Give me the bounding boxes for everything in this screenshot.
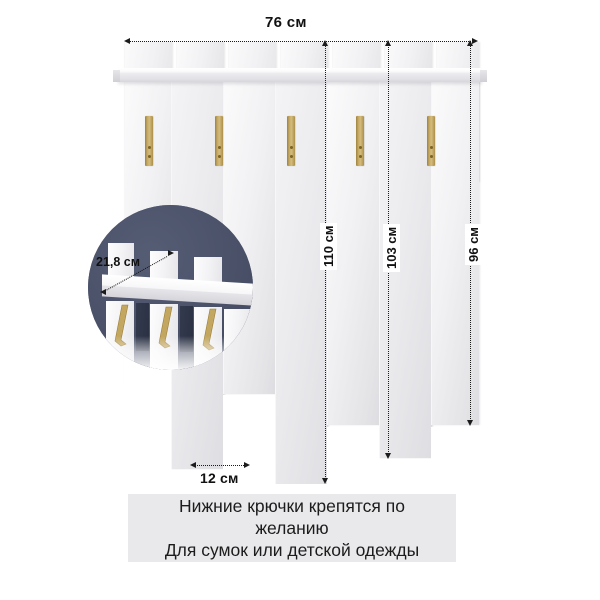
hook-screw-icon [289, 146, 293, 149]
shelf-front-face [118, 73, 482, 82]
height-mid-arrow-top [385, 40, 391, 46]
hook-screw-icon [147, 155, 151, 158]
hook-screw-icon [147, 146, 151, 149]
hook-screw-icon [289, 155, 293, 158]
height-tall-arrow-bottom [322, 478, 328, 484]
height-mid-arrow-bottom [385, 453, 391, 459]
width-arrow-left [124, 38, 130, 44]
caption-box: Нижние крючки крепятся по желанию Для су… [128, 494, 456, 562]
height-mid-label: 103 см [383, 223, 400, 272]
hook-screw-icon [217, 146, 221, 149]
slat-width-arrow-left [190, 462, 196, 468]
hook-screw-icon [358, 146, 362, 149]
slat-width-dimension-line [194, 465, 246, 467]
shelf-detail-inset: 21,8 см [88, 205, 253, 370]
width-arrow-right [472, 38, 478, 44]
height-short-label: 96 см [465, 224, 482, 265]
caption-line-3: Для сумок или детской одежды [164, 540, 420, 560]
hook-screw-icon [429, 146, 433, 149]
width-label: 76 см [265, 14, 307, 31]
shelf-depth-arrow-start [100, 289, 106, 295]
height-short-arrow-bottom [467, 420, 473, 426]
hook-screw-icon [429, 155, 433, 158]
slat-4 [275, 82, 328, 523]
hook-5 [427, 116, 435, 166]
slat-width-label: 12 см [200, 470, 239, 486]
height-tall-arrow-top [322, 40, 328, 46]
shelf-depth-label: 21,8 см [96, 255, 141, 269]
hook-4 [356, 116, 364, 166]
height-short-arrow-top [467, 40, 473, 46]
shelf [113, 68, 487, 84]
shelf-depth-arrow-end [168, 250, 174, 256]
slat-width-arrow-right [244, 462, 250, 468]
hook-screw-icon [358, 155, 362, 158]
inset-bottom-fade [88, 336, 253, 370]
hook-3 [287, 116, 295, 166]
hook-1 [145, 116, 153, 166]
shelf-left-cap [113, 70, 120, 82]
caption-line-1: Нижние крючки крепятся по [179, 496, 405, 516]
hook-2 [215, 116, 223, 166]
caption-line-2: желанию [255, 518, 329, 538]
width-dimension-line [128, 41, 473, 43]
height-tall-label: 110 см [320, 222, 337, 270]
hook-screw-icon [217, 155, 221, 158]
shelf-top-surface [118, 68, 482, 73]
shelf-right-cap [480, 70, 487, 82]
